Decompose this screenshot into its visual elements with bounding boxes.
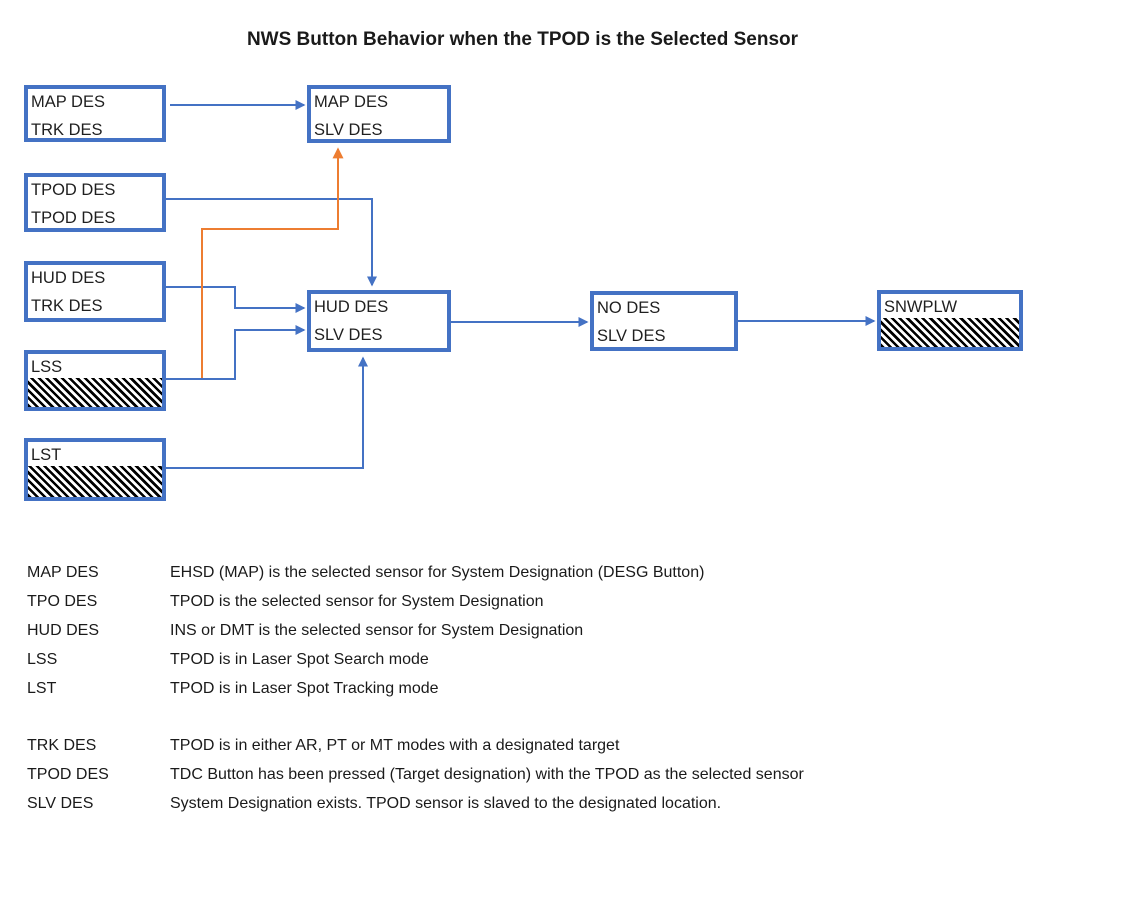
legend-row: SLV DES System Designation exists. TPOD … [27, 790, 804, 819]
node-snwplw: SNWPLW [877, 290, 1023, 351]
node-label-line1: HUD DES [31, 269, 106, 287]
legend-definition: TPOD is in either AR, PT or MT modes wit… [170, 737, 620, 755]
node-label-line2: SLV DES [597, 326, 666, 345]
legend-term: MAP DES [27, 564, 99, 582]
node-label-line2: SLV DES [314, 325, 383, 344]
node-hud-des-slv-des: HUD DES SLV DES [307, 290, 451, 352]
legend-term: SLV DES [27, 794, 94, 812]
legend-definition: System Designation exists. TPOD sensor i… [170, 794, 722, 812]
node-hud-des-trk-des: HUD DES TRK DES [24, 261, 166, 322]
legend-group-1: MAP DES EHSD (MAP) is the selected senso… [27, 559, 704, 703]
node-label-line2: SLV DES [314, 120, 383, 139]
arrow-lss-to-hudslv [166, 325, 306, 380]
legend-term: LSS [27, 650, 58, 668]
node-label-line1: MAP DES [314, 93, 388, 111]
hatch-pattern [881, 318, 1019, 347]
legend-term: TRK DES [27, 737, 97, 755]
node-label-line1: LST [31, 446, 62, 464]
node-tpod-des-tpod-des: TPOD DES TPOD DES [24, 173, 166, 232]
legend-definition: TPOD is in Laser Spot Tracking mode [170, 679, 439, 697]
legend-definition: TDC Button has been pressed (Target desi… [170, 766, 804, 784]
node-no-des-slv-des: NO DES SLV DES [590, 291, 738, 351]
page-title: NWS Button Behavior when the TPOD is the… [246, 29, 799, 50]
legend-term: LST [27, 679, 57, 697]
node-label-line1: HUD DES [314, 298, 389, 316]
legend-row: HUD DES INS or DMT is the selected senso… [27, 617, 704, 646]
node-lss: LSS [24, 350, 166, 411]
legend-row: TRK DES TPOD is in either AR, PT or MT m… [27, 732, 804, 761]
node-label-line1: LSS [31, 358, 63, 376]
node-label-line2: TRK DES [31, 296, 103, 315]
node-lst: LST [24, 438, 166, 501]
legend-row: TPOD DES TDC Button has been pressed (Ta… [27, 761, 804, 790]
node-label-line1: TPOD DES [31, 181, 116, 199]
legend-definition: TPOD is in Laser Spot Search mode [170, 650, 429, 668]
node-label-line1: MAP DES [31, 93, 105, 111]
legend-term: TPOD DES [27, 766, 109, 784]
node-label-line2: TPOD DES [31, 208, 116, 227]
arrow-hudtrk-to-hudslv [166, 286, 306, 313]
arrow-lst-to-hudslv [166, 356, 368, 469]
legend-definition: INS or DMT is the selected sensor for Sy… [170, 621, 584, 639]
legend-row: LSS TPOD is in Laser Spot Search mode [27, 645, 704, 674]
node-map-des-trk-des: MAP DES TRK DES [24, 85, 166, 142]
hatch-pattern [28, 466, 162, 497]
legend-definition: EHSD (MAP) is the selected sensor for Sy… [170, 564, 705, 582]
legend-definition: TPOD is the selected sensor for System D… [170, 593, 544, 611]
node-map-des-slv-des: MAP DES SLV DES [307, 85, 451, 143]
node-label-line1: SNWPLW [884, 298, 958, 316]
legend-row: MAP DES EHSD (MAP) is the selected senso… [27, 559, 704, 588]
legend-row: LST TPOD is in Laser Spot Tracking mode [27, 674, 704, 703]
node-label-line2: TRK DES [31, 120, 103, 139]
arrow-tpod-to-hudslv [166, 198, 377, 287]
node-label-line1: NO DES [597, 299, 661, 317]
legend-term: HUD DES [27, 621, 100, 639]
legend-row: TPO DES TPOD is the selected sensor for … [27, 588, 704, 617]
hatch-pattern [28, 378, 162, 407]
legend-group-2: TRK DES TPOD is in either AR, PT or MT m… [27, 732, 804, 818]
legend-term: TPO DES [27, 593, 98, 611]
